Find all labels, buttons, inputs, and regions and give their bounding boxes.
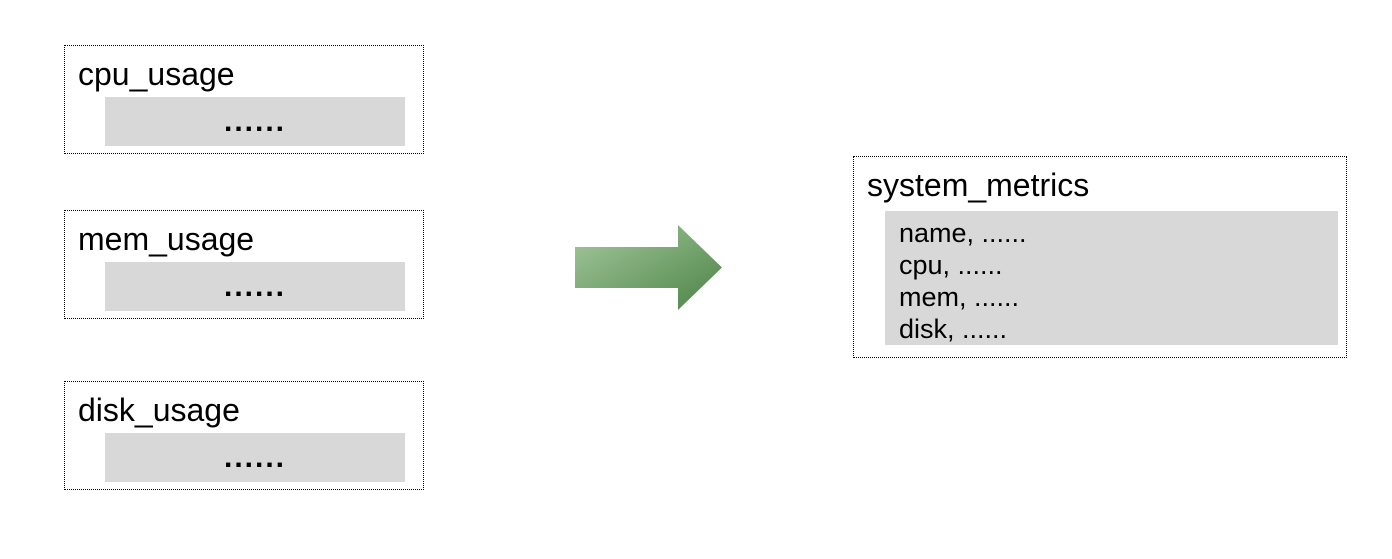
- right-arrow-icon: [575, 225, 722, 310]
- target-row-cpu: cpu, ......: [899, 250, 1003, 280]
- source-box-mem-usage: mem_usage ......: [64, 210, 424, 319]
- target-row-name: name, ......: [899, 218, 1027, 248]
- source-box-mem-usage-label: mem_usage: [78, 221, 255, 257]
- target-row-disk: disk, ......: [899, 314, 1008, 344]
- merge-arrow: [575, 225, 722, 310]
- target-box-system-metrics: system_metrics name, ...... cpu, ...... …: [853, 156, 1347, 358]
- source-box-cpu-usage: cpu_usage ......: [64, 45, 424, 154]
- source-box-mem-usage-rows-placeholder: ......: [105, 262, 405, 311]
- target-box-system-metrics-label: system_metrics: [867, 167, 1090, 203]
- target-row-mem: mem, ......: [899, 282, 1020, 312]
- source-box-disk-usage: disk_usage ......: [64, 381, 424, 490]
- source-box-cpu-usage-label: cpu_usage: [78, 56, 235, 92]
- source-box-cpu-usage-rows-placeholder: ......: [105, 97, 405, 146]
- source-box-disk-usage-label: disk_usage: [78, 392, 240, 428]
- target-box-system-metrics-panel: name, ...... cpu, ...... mem, ...... dis…: [885, 211, 1338, 345]
- source-box-disk-usage-rows-placeholder: ......: [105, 433, 405, 482]
